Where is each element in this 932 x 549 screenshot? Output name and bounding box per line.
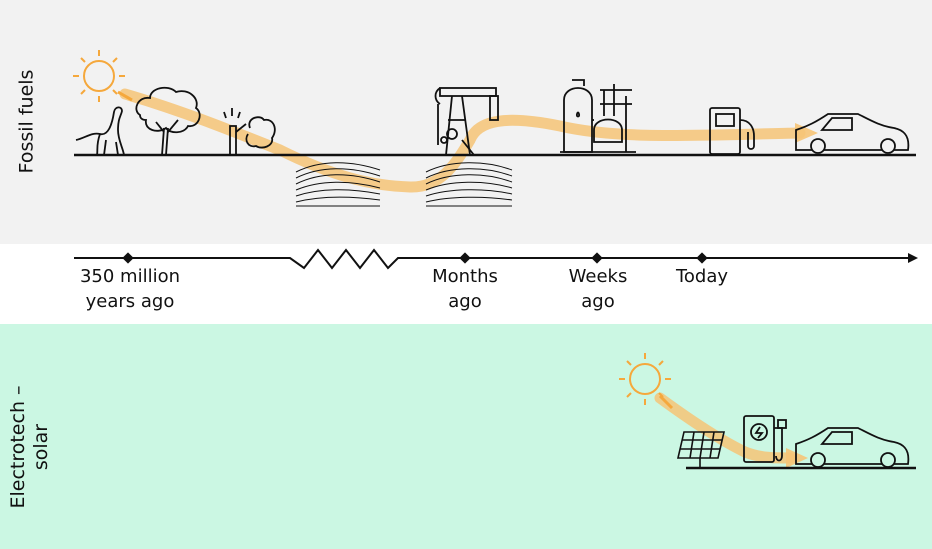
tick-label-weeks-line1: Weeks [548, 264, 648, 289]
tick-weeks [591, 252, 602, 263]
tick-label-today-line1: Today [652, 264, 752, 289]
refinery-icon [560, 80, 636, 152]
sun-icon [73, 50, 125, 102]
electro-path-arrowhead [786, 448, 808, 468]
timeline-arrowhead [908, 253, 918, 263]
tick-label-months: Months ago [415, 264, 515, 314]
tick-months [459, 252, 470, 263]
tick-label-weeks: Weeks ago [548, 264, 648, 314]
tick-today [696, 252, 707, 263]
tick-label-today: Today [652, 264, 752, 289]
tick-350-million [122, 252, 133, 263]
dinosaur-icon [76, 107, 124, 155]
tick-label-350-line2: years ago [60, 289, 200, 314]
tree-icon [136, 88, 199, 155]
tick-label-weeks-line2: ago [548, 289, 648, 314]
tick-label-350-million: 350 million years ago [60, 264, 200, 314]
tick-label-months-line1: Months [415, 264, 515, 289]
tick-label-350-line1: 350 million [60, 264, 200, 289]
tick-label-months-line2: ago [415, 289, 515, 314]
car-icon-electro [796, 428, 908, 467]
